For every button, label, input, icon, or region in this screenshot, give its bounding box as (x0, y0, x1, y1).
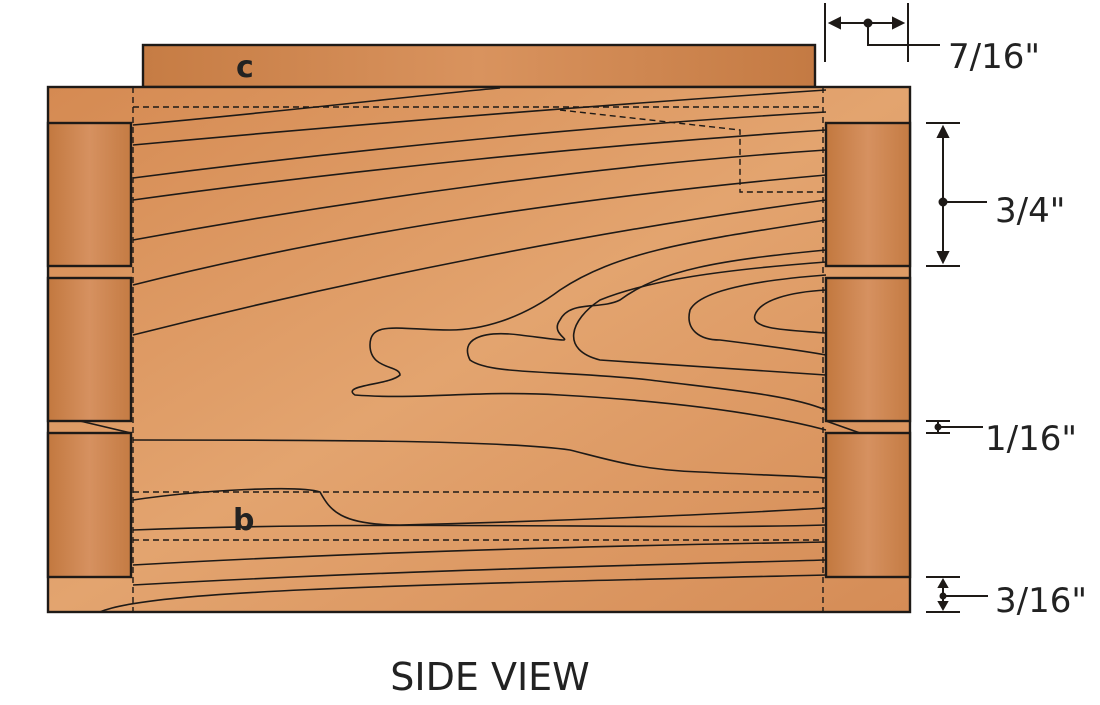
label-b: b (233, 503, 254, 538)
dim-bottom-rail-text: 3/16" (995, 581, 1087, 621)
dimension-gap (926, 420, 983, 434)
hidden-lines (132, 87, 824, 612)
label-c: c (236, 50, 254, 85)
dimension-block-height (926, 122, 987, 267)
top-piece-c (141, 43, 817, 89)
main-board (46, 85, 912, 614)
dim-block-height-text: 3/4" (995, 191, 1065, 231)
dim-top-width-text: 7/16" (948, 37, 1040, 77)
dimension-bottom-rail (926, 576, 988, 613)
diagram-title: SIDE VIEW (390, 655, 589, 699)
left-blocks (46, 121, 133, 579)
dimension-top-width (824, 3, 940, 62)
right-blocks (824, 121, 912, 579)
dim-gap-text: 1/16" (985, 419, 1077, 459)
wood-grain (79, 87, 861, 613)
